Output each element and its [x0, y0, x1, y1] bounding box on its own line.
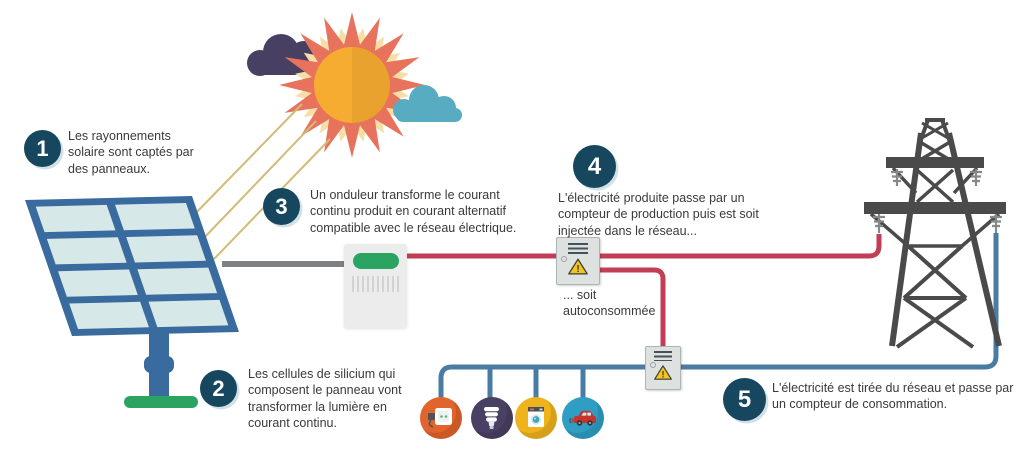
consumption-meter: ! — [645, 346, 681, 390]
panel-base — [124, 396, 198, 408]
consumption-wires — [438, 233, 999, 402]
consumption-wire — [438, 233, 999, 402]
insulator-upper-left — [891, 169, 903, 186]
transmission-tower — [864, 118, 1006, 349]
warning-triangle-icon: ! — [568, 258, 588, 275]
warning-mark: ! — [661, 370, 664, 380]
production-wires — [404, 234, 882, 352]
washing-machine-icon — [515, 397, 557, 439]
step-text-4: L'électricité produite passe par un comp… — [558, 191, 759, 238]
step-text-1: Les rayonnements solaire sont captés par… — [68, 129, 194, 176]
production-meter: ! — [556, 237, 600, 285]
sunbeam-lines — [189, 103, 331, 260]
self-consumption-label: ... soit autoconsommée — [563, 288, 656, 319]
step-badge-3: 3 — [263, 188, 300, 225]
electric-car-glyph — [569, 410, 596, 426]
production-wire — [404, 234, 882, 259]
meter-dot — [561, 256, 567, 262]
inverter — [344, 244, 407, 328]
warning-triangle-icon: ! — [654, 365, 672, 380]
meter-dot — [650, 362, 656, 368]
cfl-bulb-glyph — [484, 407, 499, 429]
solar-panel — [25, 196, 239, 408]
inverter-green-indicator — [352, 253, 399, 269]
inverter-vents — [351, 276, 400, 292]
sun-core — [314, 47, 390, 123]
power-socket-icon — [420, 397, 462, 439]
step-badge-4: 4 — [573, 145, 616, 188]
step-badge-5: 5 — [723, 378, 766, 421]
electric-car-icon — [562, 397, 604, 439]
icon-hangers — [487, 367, 586, 402]
insulator-lower-left — [873, 214, 885, 233]
insulators — [873, 169, 1002, 233]
washing-machine-glyph — [528, 407, 544, 427]
insulator-lower-right — [990, 214, 1002, 233]
step-text-3: Un onduleur transforme le courant contin… — [310, 188, 517, 235]
step-badge-1: 1 — [24, 130, 61, 167]
warning-mark: ! — [576, 264, 579, 275]
power-socket-glyph — [428, 408, 452, 428]
light-cloud-icon — [393, 85, 462, 122]
production-branch-wire — [598, 267, 666, 352]
step-text-5: L'électricité est tirée du réseau et pas… — [772, 381, 1014, 412]
step-text-2: Les cellules de silicium qui composent l… — [248, 367, 402, 430]
meter-display-lines — [654, 351, 672, 361]
insulator-upper-right — [970, 169, 982, 186]
meter-display-lines — [568, 243, 588, 254]
cfl-bulb-icon — [471, 397, 513, 439]
step-badge-2: 2 — [200, 370, 237, 407]
